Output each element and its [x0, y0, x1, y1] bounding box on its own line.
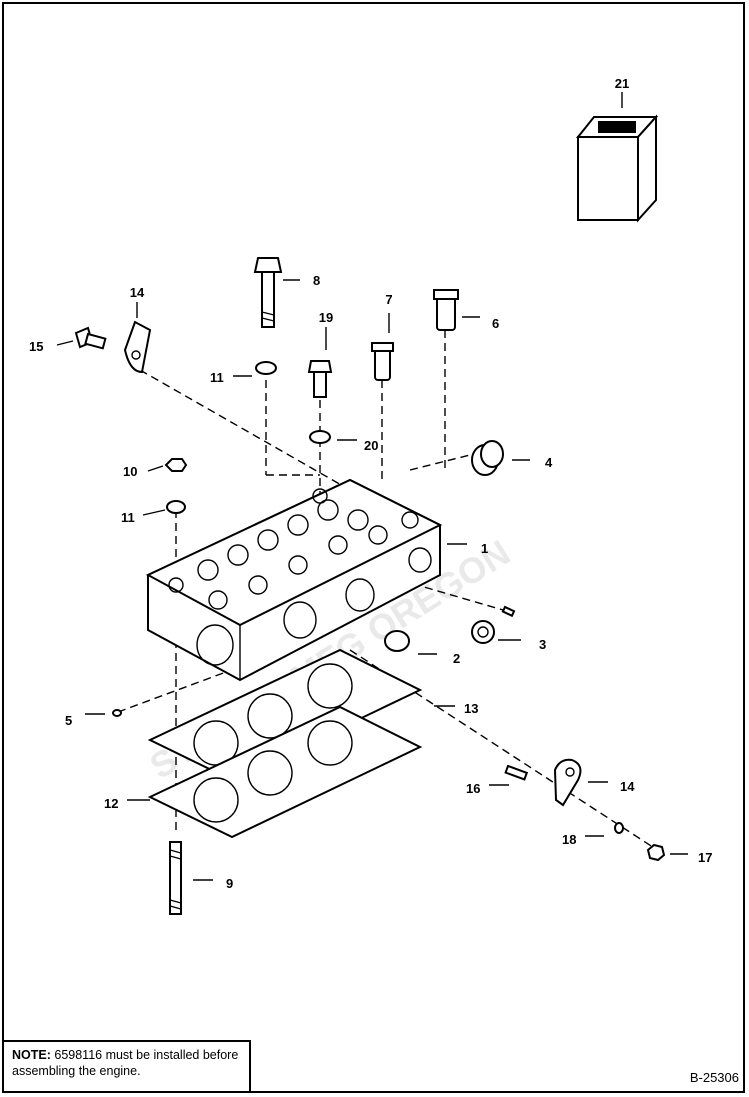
callout-15: 15	[29, 339, 43, 354]
part-6-pin	[433, 289, 459, 331]
callout-21: 21	[615, 76, 629, 91]
part-10-nut	[164, 458, 188, 472]
part-19-bolt	[307, 360, 333, 398]
part-8-head-bolt	[253, 257, 283, 328]
callout-6: 6	[492, 316, 499, 331]
part-9-stud	[169, 841, 182, 915]
callout-14-top: 14	[130, 285, 145, 300]
install-note: NOTE: 6598116 must be installed before a…	[4, 1040, 251, 1093]
callout-2: 2	[453, 651, 460, 666]
part-2-plug	[384, 630, 410, 652]
callout-18: 18	[562, 832, 576, 847]
part-4-cup-plug	[471, 440, 504, 476]
callout-1: 1	[481, 541, 488, 556]
callout-3: 3	[539, 637, 546, 652]
callout-5: 5	[65, 713, 72, 728]
part-7-pin	[371, 342, 394, 381]
callout-4: 4	[545, 455, 553, 470]
part-5-dowel	[112, 709, 122, 717]
callout-11-top: 11	[210, 370, 224, 385]
callout-20: 20	[364, 438, 378, 453]
part-11-washer-left	[166, 500, 186, 514]
part-17-nut	[646, 843, 666, 862]
callout-13: 13	[464, 701, 478, 716]
part-20-washer	[309, 430, 331, 444]
part-14-bracket-bottom	[553, 758, 582, 807]
note-text: 6598116 must be installed before assembl…	[12, 1048, 239, 1078]
callout-12: 12	[104, 796, 118, 811]
callout-10: 10	[123, 464, 137, 479]
part-11-washer-top	[255, 361, 277, 375]
part-3-seal	[471, 620, 495, 644]
callout-17: 17	[698, 850, 712, 865]
part-18-washer	[614, 822, 624, 834]
leader-lines	[56, 92, 688, 881]
callout-labels: 21 8 7 6 19 14 15 11 20 4 10 11 1 3 2 5 …	[29, 76, 712, 891]
callout-19: 19	[319, 310, 333, 325]
figure-id: B-25306	[689, 1070, 739, 1085]
callout-14-bottom: 14	[620, 779, 635, 794]
part-15-bolt	[74, 326, 107, 350]
callout-11-left: 11	[121, 510, 135, 525]
callout-7: 7	[385, 292, 392, 307]
part-3-pin	[501, 605, 516, 618]
part-14-bracket-top	[123, 320, 152, 374]
part-12-gasket	[147, 705, 423, 839]
callout-9: 9	[226, 876, 233, 891]
part-1-cylinder-head	[145, 478, 443, 682]
part-16-stud	[504, 764, 529, 781]
part-21-kit-box	[575, 114, 659, 223]
callout-8: 8	[313, 273, 320, 288]
callout-16: 16	[466, 781, 480, 796]
note-prefix: NOTE:	[12, 1048, 51, 1062]
